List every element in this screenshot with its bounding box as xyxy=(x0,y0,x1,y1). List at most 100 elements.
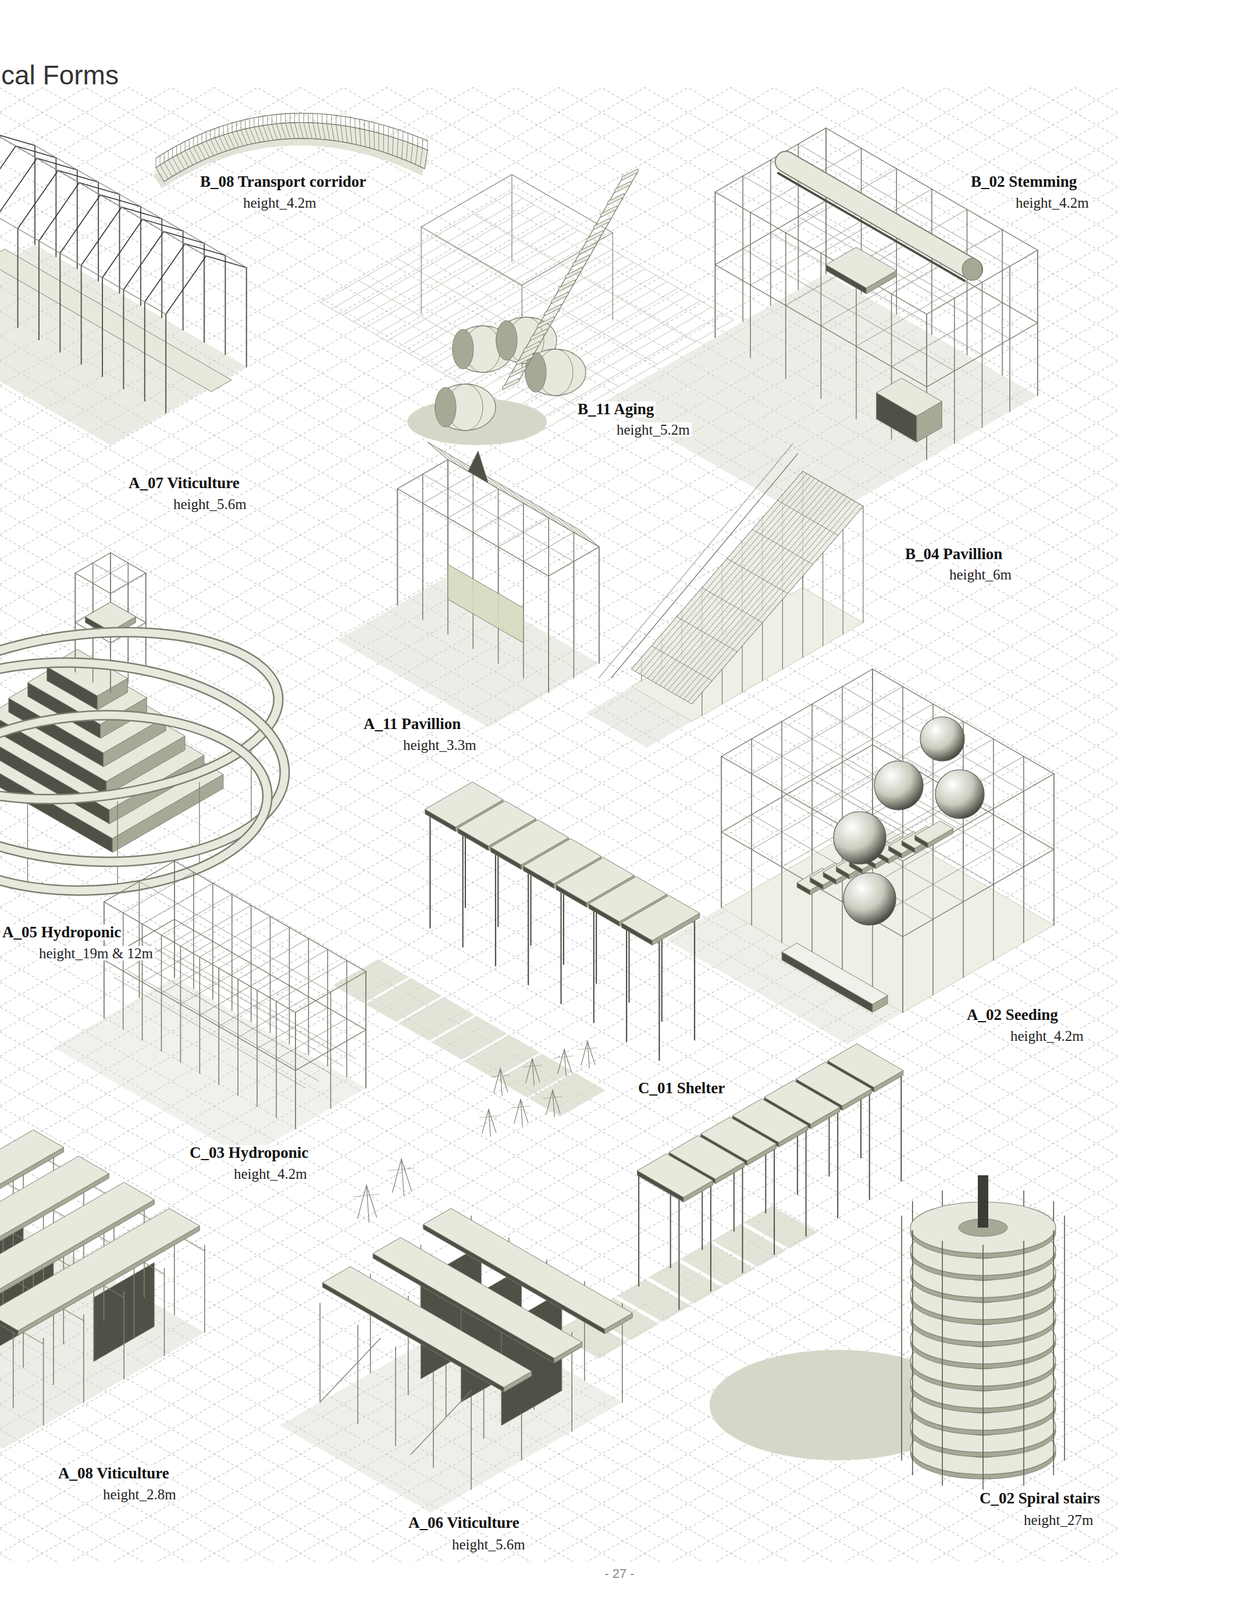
member xyxy=(144,243,226,302)
member xyxy=(383,134,384,152)
member xyxy=(366,1184,369,1223)
member xyxy=(679,499,852,697)
member xyxy=(303,122,308,140)
surface xyxy=(523,340,540,353)
member xyxy=(392,137,394,156)
grid-line xyxy=(0,807,1118,1454)
surface xyxy=(530,328,547,341)
member xyxy=(511,191,734,320)
grid-line xyxy=(0,1205,1118,1562)
member xyxy=(401,140,404,159)
height-label: height_27m xyxy=(1022,1512,1095,1527)
surface xyxy=(631,471,864,704)
member xyxy=(417,136,419,147)
grid-line xyxy=(0,87,1118,212)
member xyxy=(777,500,839,536)
grid-line xyxy=(0,87,1118,535)
seed-sphere xyxy=(935,769,985,819)
surface xyxy=(579,242,597,255)
member xyxy=(373,122,375,133)
grid-line xyxy=(0,1056,1118,1562)
structure-name: B_08 Transport corridor xyxy=(198,173,368,190)
member xyxy=(104,959,296,1071)
member xyxy=(388,1168,415,1171)
structure-name: C_01 Shelter xyxy=(636,1080,727,1096)
height-label: height_3.3m xyxy=(401,737,479,753)
member xyxy=(240,120,242,130)
member xyxy=(782,599,783,669)
grid-line xyxy=(0,87,1118,535)
surface xyxy=(551,292,568,304)
member xyxy=(369,130,370,149)
grid-line xyxy=(0,1478,1118,1562)
grid-line xyxy=(0,87,1118,113)
surface xyxy=(155,122,428,182)
member xyxy=(38,240,40,340)
member xyxy=(527,865,529,985)
member xyxy=(397,488,399,605)
grid-line xyxy=(0,87,1118,361)
member xyxy=(267,125,273,141)
member xyxy=(236,121,237,131)
member xyxy=(123,1291,125,1379)
member xyxy=(667,492,839,690)
member xyxy=(547,575,550,693)
member xyxy=(378,123,380,134)
member xyxy=(812,796,964,885)
member xyxy=(75,572,111,594)
member xyxy=(635,473,807,672)
member xyxy=(1052,1230,1055,1475)
ring-ramp xyxy=(0,706,272,900)
grid-line xyxy=(0,137,1118,783)
member xyxy=(289,113,291,123)
member xyxy=(397,129,399,140)
member xyxy=(406,142,408,161)
member xyxy=(518,494,539,512)
structure-name: A_02 Seeding xyxy=(965,1006,1060,1023)
member xyxy=(658,941,660,1061)
member xyxy=(410,144,413,163)
member xyxy=(424,150,428,169)
member xyxy=(578,529,600,547)
member xyxy=(752,529,813,565)
surface xyxy=(447,564,524,643)
height-label: height_5.6m xyxy=(450,1536,528,1552)
member xyxy=(272,124,278,141)
structure-name: A_06 Viticulture xyxy=(406,1514,522,1531)
member xyxy=(598,546,600,664)
surface xyxy=(47,649,128,696)
height-label: height_5.6m xyxy=(171,496,249,512)
member xyxy=(714,127,1038,315)
page-number: - 27 - xyxy=(602,1567,636,1580)
member xyxy=(378,133,380,151)
member xyxy=(495,846,497,966)
member xyxy=(397,459,599,576)
member xyxy=(114,977,306,1088)
member xyxy=(326,123,330,141)
drum-end xyxy=(962,258,982,281)
surface xyxy=(607,193,625,205)
member xyxy=(397,488,399,605)
member xyxy=(693,920,696,1041)
surface xyxy=(427,442,599,547)
member xyxy=(83,1314,85,1402)
spiral-tower xyxy=(709,1175,1065,1490)
member xyxy=(319,1337,381,1402)
member xyxy=(593,903,595,1023)
member xyxy=(421,226,422,315)
member xyxy=(522,1065,542,1067)
grid-line xyxy=(0,1503,1118,1562)
member xyxy=(651,482,823,681)
member xyxy=(631,471,803,669)
member xyxy=(312,113,313,123)
height-label: height_19m & 12m xyxy=(37,945,155,961)
surface xyxy=(781,942,888,1004)
member xyxy=(345,126,348,144)
pavilion-frame xyxy=(336,442,599,728)
member xyxy=(842,686,1024,792)
member xyxy=(741,645,743,693)
member xyxy=(0,146,56,205)
grid-line xyxy=(0,659,1118,1305)
member xyxy=(364,120,365,130)
member xyxy=(176,146,177,156)
